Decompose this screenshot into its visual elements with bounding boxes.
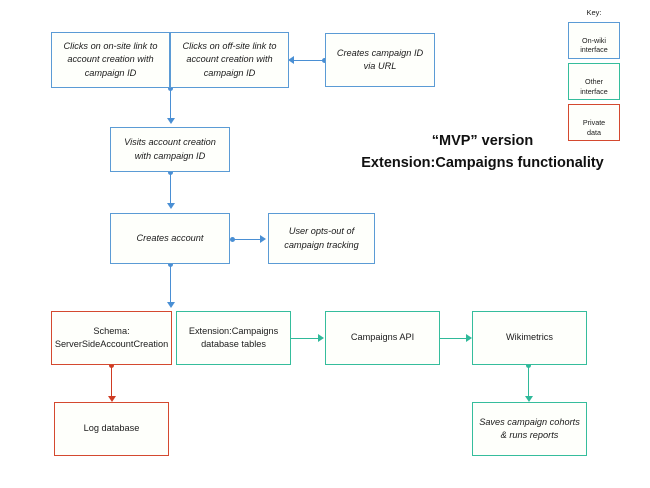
edge-schema-to-logdb-arrowhead xyxy=(107,396,116,402)
edge-api-to-wikimetrics-arrowhead xyxy=(466,334,472,342)
node-saves-campaign-cohorts-label: Saves campaign cohorts & runs reports xyxy=(479,416,580,440)
edge-api-to-wikimetrics-line xyxy=(436,338,468,339)
node-visits-account-creation-label: Visits account creation with campaign ID xyxy=(124,137,216,161)
node-extension-campaigns-database-tables[interactable]: Extension:Campaigns database tables xyxy=(176,311,291,365)
node-saves-campaign-cohorts[interactable]: Saves campaign cohorts & runs reports xyxy=(472,402,587,456)
edge-row1-to-visits-arrowhead xyxy=(166,118,175,124)
key-legend: Key: On-wiki interface Other interface P… xyxy=(563,8,625,145)
node-clicks-off-site-link[interactable]: Clicks on off-site link to account creat… xyxy=(170,32,289,88)
edge-visits-to-creates-line xyxy=(170,172,171,204)
edge-creates-to-dbtables-source-dot xyxy=(168,262,173,267)
node-creates-account[interactable]: Creates account xyxy=(110,213,230,264)
key-legend-title: Key: xyxy=(586,8,602,17)
key-item-on-wiki-interface: On-wiki interface xyxy=(568,22,620,60)
edge-row1-to-visits-line xyxy=(170,88,171,119)
edge-row1-to-visits-source-dot xyxy=(168,86,173,91)
diagram-title-line-1: “MVP” version xyxy=(431,133,534,149)
node-clicks-off-site-link-label: Clicks on off-site link to account creat… xyxy=(182,40,277,78)
key-item-other-interface: Other interface xyxy=(568,63,620,101)
edge-url-to-offsite-source-dot xyxy=(322,57,327,63)
edge-creates-to-optout-line xyxy=(233,239,262,240)
edge-creates-to-optout-arrowhead xyxy=(260,235,266,243)
edge-wikimetrics-to-cohorts-line xyxy=(528,365,529,398)
diagram-title-line-2: Extension:Campaigns functionality xyxy=(361,155,604,172)
edge-dbtables-to-api-arrowhead xyxy=(318,334,324,342)
key-item-private-data: Private data xyxy=(568,104,620,142)
edge-creates-to-optout-source-dot xyxy=(230,236,235,242)
node-creates-campaign-id-via-url[interactable]: Creates campaign ID via URL xyxy=(325,33,435,87)
node-user-opts-out[interactable]: User opts-out of campaign tracking xyxy=(268,213,375,264)
key-item-on-wiki-interface-label: On-wiki interface xyxy=(580,35,608,55)
edge-creates-to-dbtables-line xyxy=(170,264,171,304)
edge-dbtables-to-api-line xyxy=(288,338,320,339)
node-clicks-on-site-link[interactable]: Clicks on on-site link to account creati… xyxy=(51,32,170,88)
node-campaigns-api-label: Campaigns API xyxy=(350,332,415,343)
key-item-private-data-label: Private data xyxy=(582,118,606,137)
node-wikimetrics[interactable]: Wikimetrics xyxy=(472,311,587,365)
node-campaigns-api[interactable]: Campaigns API xyxy=(325,311,440,365)
node-schema-serversideaccountcreation[interactable]: Schema: ServerSideAccountCreation xyxy=(51,311,172,365)
edge-url-to-offsite-arrowhead xyxy=(288,56,294,64)
node-extension-campaigns-database-tables-label: Extension:Campaigns database tables xyxy=(188,325,279,349)
node-log-database[interactable]: Log database xyxy=(54,402,169,456)
edge-schema-to-logdb-source-dot xyxy=(109,363,114,368)
node-creates-account-label: Creates account xyxy=(136,232,204,243)
edge-wikimetrics-to-cohorts-arrowhead xyxy=(524,396,533,402)
edge-visits-to-creates-source-dot xyxy=(168,170,173,175)
edge-url-to-offsite-line xyxy=(294,60,325,61)
edge-schema-to-logdb-line xyxy=(111,365,112,398)
node-wikimetrics-label: Wikimetrics xyxy=(506,332,553,343)
diagram-title: “MVP” version Extension:Campaigns functi… xyxy=(340,130,625,175)
node-visits-account-creation[interactable]: Visits account creation with campaign ID xyxy=(110,127,230,172)
edge-creates-to-dbtables-arrowhead xyxy=(166,302,175,308)
node-log-database-label: Log database xyxy=(83,423,140,434)
node-clicks-on-site-link-label: Clicks on on-site link to account creati… xyxy=(63,40,158,78)
node-creates-campaign-id-via-url-label: Creates campaign ID via URL xyxy=(336,47,424,71)
key-item-other-interface-label: Other interface xyxy=(580,76,608,96)
node-user-opts-out-label: User opts-out of campaign tracking xyxy=(284,226,359,250)
edge-wikimetrics-to-cohorts-source-dot xyxy=(526,363,531,368)
edge-visits-to-creates-arrowhead xyxy=(166,203,175,209)
node-schema-serversideaccountcreation-label: Schema: ServerSideAccountCreation xyxy=(54,325,169,349)
